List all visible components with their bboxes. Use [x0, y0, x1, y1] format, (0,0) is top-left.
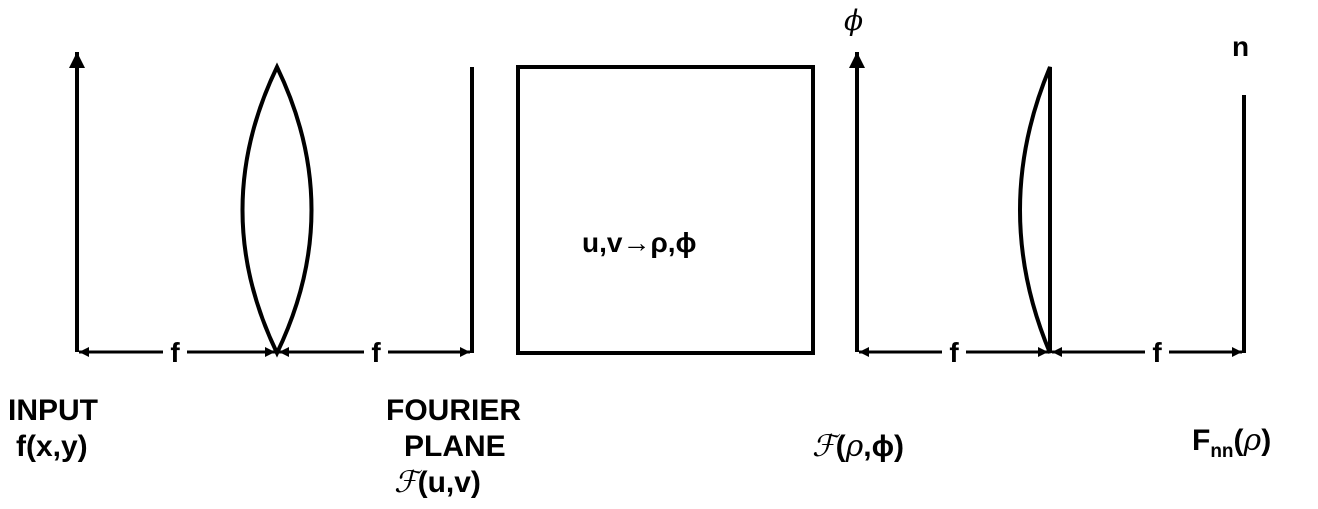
fourier-transform-label: ℱ(u,v) — [394, 466, 481, 500]
plane-label: PLANE — [404, 430, 506, 463]
output-close-paren: ) — [1261, 424, 1272, 457]
polar-open-paren: ( — [835, 430, 846, 463]
output-label: Fnn(ρ) — [1192, 423, 1272, 463]
output-main: F — [1192, 424, 1211, 457]
phi-axis-label: ϕ — [844, 4, 864, 37]
transform-label: u,v→ρ,ϕ — [582, 227, 697, 258]
fourier-args: (u,v) — [417, 466, 481, 499]
n-axis-label: n — [1232, 31, 1250, 62]
fourier-label: FOURIER — [386, 394, 521, 427]
polar-rest: ,ϕ) — [863, 430, 905, 463]
output-subscript: nn — [1210, 441, 1234, 462]
output-rho: ρ — [1243, 423, 1262, 458]
polar-rho: ρ — [845, 429, 864, 464]
input-function-label: f(x,y) — [16, 430, 88, 463]
input-label: INPUT — [8, 394, 98, 427]
dimension-label-f: f — [371, 337, 381, 368]
second-lens — [1018, 66, 1052, 354]
first-lens — [240, 62, 314, 358]
coordinate-transform-box — [516, 65, 815, 355]
polar-fourier-symbol: ℱ — [812, 429, 836, 464]
dimension-label-f: f — [1152, 337, 1162, 368]
output-open-paren: ( — [1233, 424, 1244, 457]
fourier-symbol: ℱ — [394, 465, 418, 500]
dimension-label-f: f — [170, 337, 180, 368]
polar-transform-label: ℱ(ρ,ϕ) — [812, 430, 904, 464]
dimension-label-f: f — [949, 337, 959, 368]
